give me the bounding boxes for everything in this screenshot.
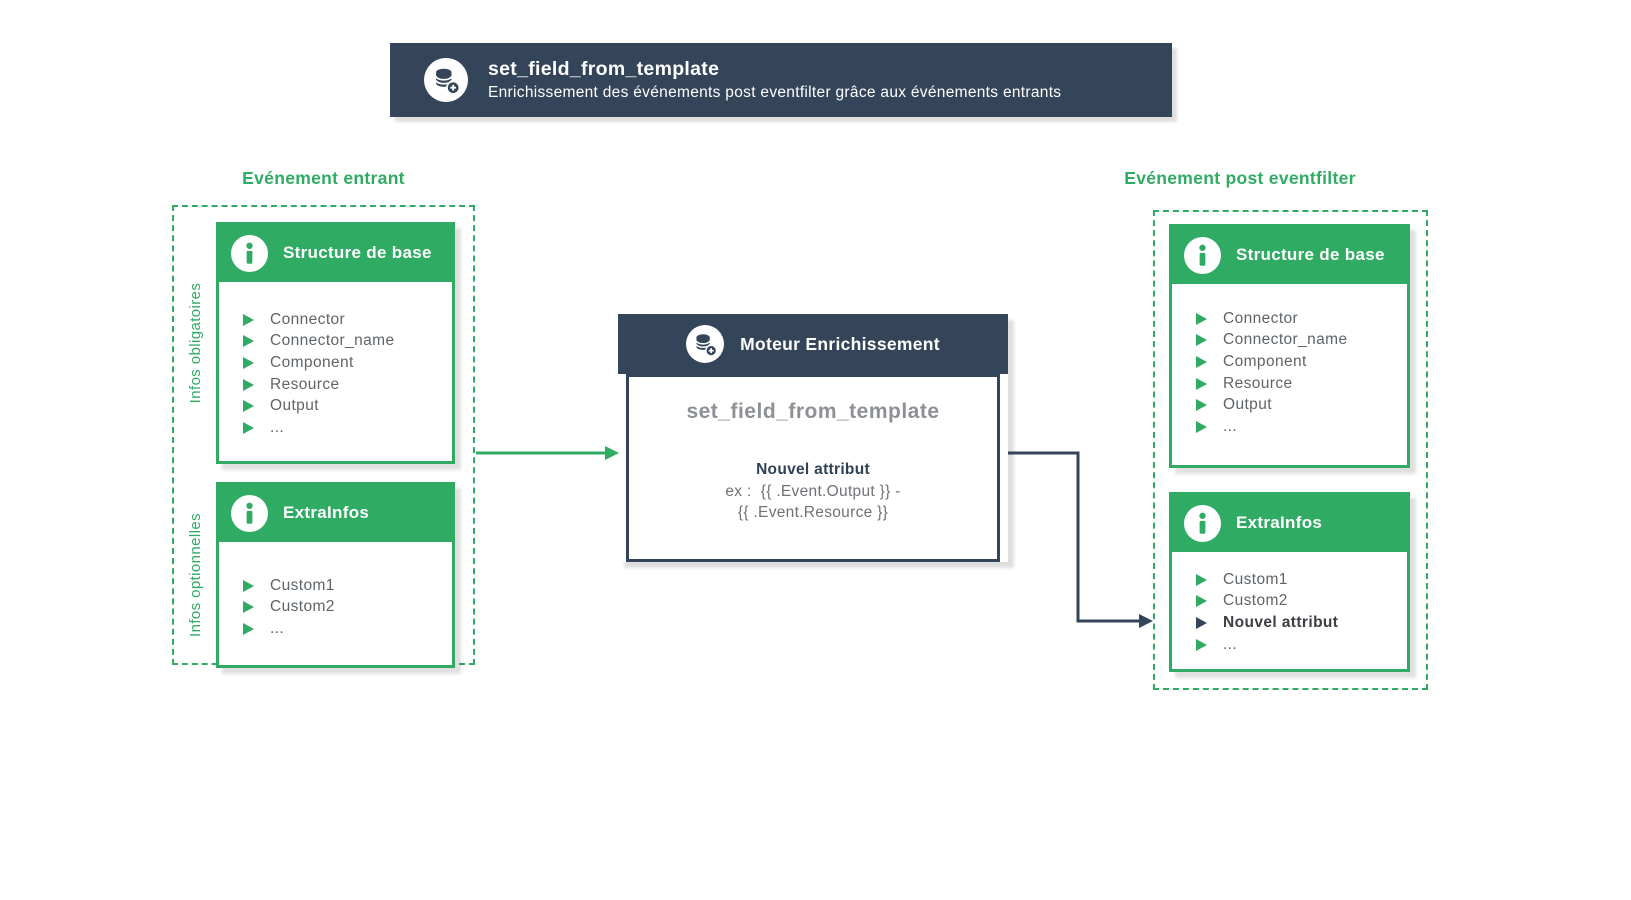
list-item: Component [1172, 351, 1407, 373]
triangle-bullet-icon [243, 356, 254, 369]
side-label-optional: Infos optionnelles [187, 513, 204, 637]
triangle-bullet-icon [1196, 595, 1207, 608]
field-list: Connector Connector_name Component Resou… [219, 281, 452, 439]
triangle-bullet-icon [1196, 355, 1207, 368]
list-item: Connector [1172, 308, 1407, 330]
field-label: Nouvel attribut [1223, 613, 1339, 631]
field-label: Connector [1223, 309, 1299, 327]
field-label: Component [270, 353, 354, 371]
list-item: Output [1172, 394, 1407, 416]
list-item: ... [219, 417, 452, 439]
field-label: ... [270, 418, 285, 436]
field-label: Custom1 [270, 576, 335, 594]
right-structure-box: Structure de base Connector Connector_na… [1169, 224, 1410, 468]
triangle-bullet-icon [1196, 334, 1207, 347]
engine-attribute-label: Nouvel attribut [756, 461, 870, 478]
side-label-mandatory: Infos obligatoires [187, 282, 204, 404]
field-list: Custom1 Custom2 Nouvel attribut ... [1172, 551, 1407, 655]
field-label: Connector_name [1223, 331, 1348, 349]
list-item: Connector_name [1172, 330, 1407, 352]
field-label: ... [1223, 635, 1238, 653]
field-label: Output [1223, 396, 1272, 414]
triangle-bullet-icon [243, 378, 254, 391]
triangle-bullet-icon [243, 579, 254, 592]
list-item-new-attribute: Nouvel attribut [1172, 612, 1407, 634]
engine-example-line2: {{ .Event.Resource }} [737, 504, 889, 521]
field-label: ... [1223, 417, 1238, 435]
list-item: Custom1 [1172, 569, 1407, 591]
list-item: ... [1172, 634, 1407, 656]
triangle-bullet-icon [243, 335, 254, 348]
field-label: Component [1223, 352, 1307, 370]
info-icon [1184, 504, 1221, 542]
field-list: Custom1 Custom2 ... [219, 541, 452, 640]
right-extrainfos-box: ExtraInfos Custom1 Custom2 Nouvel attrib… [1169, 492, 1410, 672]
box-header: ExtraInfos [218, 484, 453, 542]
info-icon [231, 494, 268, 532]
triangle-bullet-icon [243, 313, 254, 326]
triangle-bullet-icon [1196, 312, 1207, 325]
left-structure-box: Structure de base Connector Connector_na… [216, 222, 455, 464]
left-group-title: Evénement entrant [242, 168, 405, 188]
field-label: Connector [270, 310, 346, 328]
engine-rule-name: set_field_from_template [686, 400, 940, 423]
field-label: Custom2 [1223, 592, 1288, 610]
database-add-icon [424, 58, 468, 102]
field-label: Resource [270, 375, 340, 393]
field-label: ... [270, 619, 285, 637]
triangle-bullet-icon [243, 400, 254, 413]
list-item: Connector_name [219, 331, 452, 353]
box-title: ExtraInfos [283, 503, 370, 522]
arrow-outbound [1008, 451, 1153, 628]
list-item: Custom1 [219, 575, 452, 597]
arrow-inbound [476, 446, 619, 460]
box-title: ExtraInfos [1236, 513, 1323, 532]
engine-body: set_field_from_template Nouvel attribut … [626, 374, 1000, 562]
triangle-bullet-icon [243, 622, 254, 635]
database-add-icon [686, 325, 725, 363]
field-list: Connector Connector_name Component Resou… [1172, 283, 1407, 438]
box-title: Structure de base [1236, 245, 1385, 264]
list-item: Connector [219, 309, 452, 331]
left-extrainfos-box: ExtraInfos Custom1 Custom2 ... [216, 482, 455, 668]
triangle-bullet-icon [1196, 616, 1207, 629]
field-label: Connector_name [270, 332, 395, 350]
triangle-bullet-icon [1196, 377, 1207, 390]
field-label: Custom2 [270, 598, 335, 616]
engine-example-line1: ex : {{ .Event.Output }} - [725, 482, 901, 500]
field-label: Custom1 [1223, 570, 1288, 588]
field-label: Output [270, 397, 319, 415]
box-header: Structure de base [218, 224, 453, 282]
right-dashed-container [1153, 210, 1428, 690]
enrichment-engine-box: Moteur Enrichissement set_field_from_tem… [618, 314, 1008, 562]
box-title: Structure de base [283, 243, 432, 262]
engine-header: Moteur Enrichissement [618, 314, 1008, 374]
list-item: ... [219, 618, 452, 640]
field-label: Resource [1223, 374, 1293, 392]
triangle-bullet-icon [243, 601, 254, 614]
list-item: Resource [1172, 373, 1407, 395]
box-header: ExtraInfos [1171, 494, 1408, 552]
list-item: ... [1172, 416, 1407, 438]
list-item: Output [219, 395, 452, 417]
right-group-title: Evénement post eventfilter [1124, 168, 1356, 188]
banner: set_field_from_template Enrichissement d… [390, 43, 1172, 117]
engine-title: Moteur Enrichissement [740, 333, 940, 354]
box-header: Structure de base [1171, 226, 1408, 284]
triangle-bullet-icon [1196, 399, 1207, 412]
list-item: Custom2 [219, 597, 452, 619]
info-icon [1184, 236, 1221, 274]
list-item: Component [219, 352, 452, 374]
banner-subtitle: Enrichissement des événements post event… [488, 84, 1062, 101]
info-icon [231, 234, 268, 272]
triangle-bullet-icon [1196, 420, 1207, 433]
triangle-bullet-icon [1196, 638, 1207, 651]
list-item: Custom2 [1172, 591, 1407, 613]
list-item: Resource [219, 374, 452, 396]
banner-title: set_field_from_template [488, 58, 720, 80]
triangle-bullet-icon [243, 421, 254, 434]
triangle-bullet-icon [1196, 573, 1207, 586]
